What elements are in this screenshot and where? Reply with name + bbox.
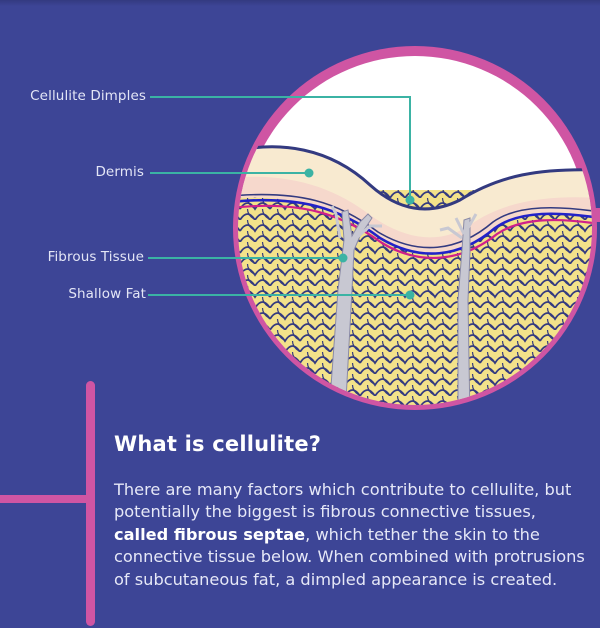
top-shade <box>0 0 600 6</box>
dot-shallow-fat <box>405 290 415 300</box>
dermis-layer <box>238 146 592 254</box>
info-body-emphasis: called fibrous septae <box>114 524 306 544</box>
label-fibrous-tissue: Fibrous Tissue <box>47 249 144 265</box>
leader-dots <box>304 168 415 300</box>
dot-dermis <box>304 168 314 178</box>
ring-connector-stub <box>594 208 600 222</box>
dermis-boundary-line <box>238 193 592 249</box>
info-body-text-1: There are many factors which contribute … <box>114 480 572 522</box>
label-shallow-fat: Shallow Fat <box>68 286 146 302</box>
info-title: What is cellulite? <box>114 432 322 456</box>
leader-lines <box>148 96 411 296</box>
label-cellulite-dimples: Cellulite Dimples <box>30 88 146 104</box>
bracket-vertical-bar <box>86 381 95 626</box>
fibrous-septae <box>329 205 478 405</box>
dot-cellulite-dimples <box>405 195 415 205</box>
label-dermis: Dermis <box>95 164 144 180</box>
skin-surface-line <box>238 145 592 211</box>
info-body: There are many factors which contribute … <box>114 479 594 591</box>
dot-fibrous-tissue <box>338 253 348 263</box>
bracket-horizontal-bar <box>0 495 92 503</box>
info-body-text-2: , which tether the skin to the connectiv… <box>114 524 585 589</box>
artery-line <box>238 204 592 260</box>
leader-line-cellulite-dimples <box>150 96 411 200</box>
vein-line <box>238 198 592 255</box>
dermis-lower-layer <box>238 176 592 254</box>
